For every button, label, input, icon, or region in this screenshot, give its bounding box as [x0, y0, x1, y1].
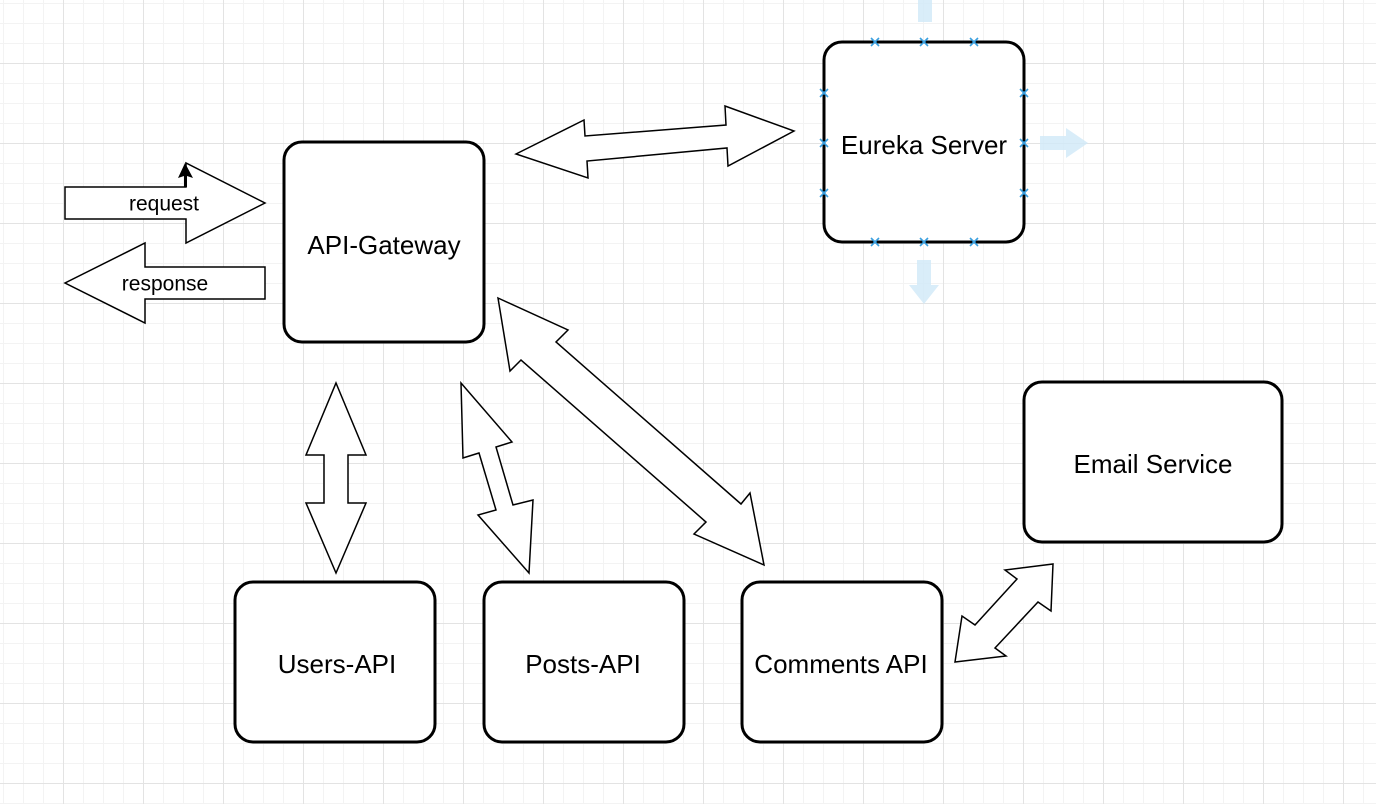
node-label: Eureka Server [841, 130, 1008, 160]
connect-hint-top[interactable] [918, 0, 932, 22]
connect-hint-right[interactable] [1040, 128, 1088, 158]
node-comments-api[interactable]: Comments API [740, 580, 944, 744]
selection-handles[interactable] [819, 37, 1029, 247]
handle-left-top-x [819, 88, 829, 98]
node-users-api[interactable]: Users-API [233, 580, 437, 744]
arrow-request[interactable]: request [64, 161, 267, 245]
node-eureka-server[interactable]: Eureka Server [819, 37, 1029, 247]
node-email-service[interactable]: Email Service [1022, 380, 1284, 544]
handle-top-mid-x [919, 37, 929, 47]
arrow-gateway-posts[interactable] [460, 380, 534, 575]
handle-right-mid-x [1019, 138, 1029, 148]
arrow-label-request: request [129, 193, 199, 216]
node-label: Email Service [1074, 449, 1233, 479]
node-posts-api[interactable]: Posts-API [482, 580, 686, 744]
arrow-comments-email[interactable] [954, 563, 1054, 663]
handle-bottom-right-x [969, 237, 979, 247]
connect-hint-bottom[interactable] [909, 260, 939, 304]
arrow-response[interactable]: response [63, 241, 266, 325]
handle-right-top-x [1019, 88, 1029, 98]
arrow-gateway-eureka[interactable] [514, 104, 796, 180]
node-api-gateway[interactable]: API-Gateway [282, 140, 486, 344]
handle-right-bottom-x [1019, 188, 1029, 198]
handle-left-bottom-x [819, 188, 829, 198]
handle-left-mid-x [819, 138, 829, 148]
node-label: Users-API [278, 649, 396, 679]
cursor-icon [178, 163, 193, 187]
node-label: Posts-API [525, 649, 641, 679]
handle-bottom-mid-x [919, 237, 929, 247]
handle-top-left-x [870, 37, 880, 47]
node-label: API-Gateway [307, 230, 460, 260]
connect-hints [909, 0, 1088, 304]
node-label: Comments API [754, 649, 927, 679]
arrow-gateway-comments[interactable] [497, 296, 766, 567]
arrow-gateway-users[interactable] [304, 381, 368, 575]
handle-top-right-x [969, 37, 979, 47]
arrow-label-response: response [122, 273, 208, 296]
handle-bottom-left-x [870, 237, 880, 247]
